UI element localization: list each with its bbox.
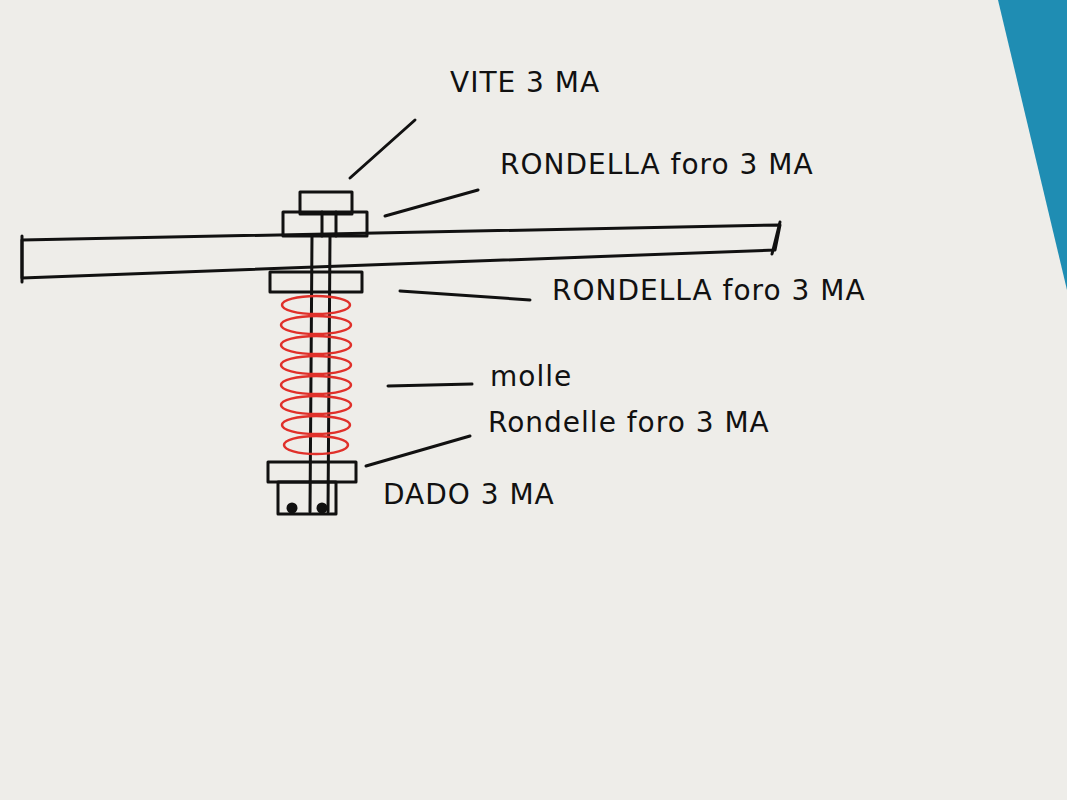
lower-washer: [268, 462, 356, 482]
part-label: RONDELLA foro 3 MA: [500, 150, 814, 181]
plank: [22, 225, 780, 278]
part-label: Rondelle foro 3 MA: [488, 408, 770, 439]
leader-line: [400, 291, 530, 300]
background-edge: [998, 0, 1067, 290]
part-label: molle: [490, 362, 572, 393]
spring: [281, 296, 351, 454]
upper-washer: [270, 272, 362, 292]
plank-end: [772, 222, 780, 254]
plank-end: [21, 236, 24, 282]
part-label: DADO 3 MA: [383, 480, 555, 511]
leader-line: [388, 384, 472, 386]
nut-dot: [318, 504, 326, 512]
top-washer: [283, 212, 367, 236]
nut-dot: [288, 504, 296, 512]
part-label: RONDELLA foro 3 MA: [552, 276, 866, 307]
leader-line: [385, 190, 478, 216]
screw-head-line: [335, 212, 338, 236]
screw-head: [300, 192, 352, 214]
nut: [278, 482, 336, 514]
screw-head-line: [321, 212, 324, 236]
part-label: VITE 3 MA: [450, 68, 600, 99]
leader-line: [366, 436, 470, 466]
leader-line: [350, 120, 415, 178]
